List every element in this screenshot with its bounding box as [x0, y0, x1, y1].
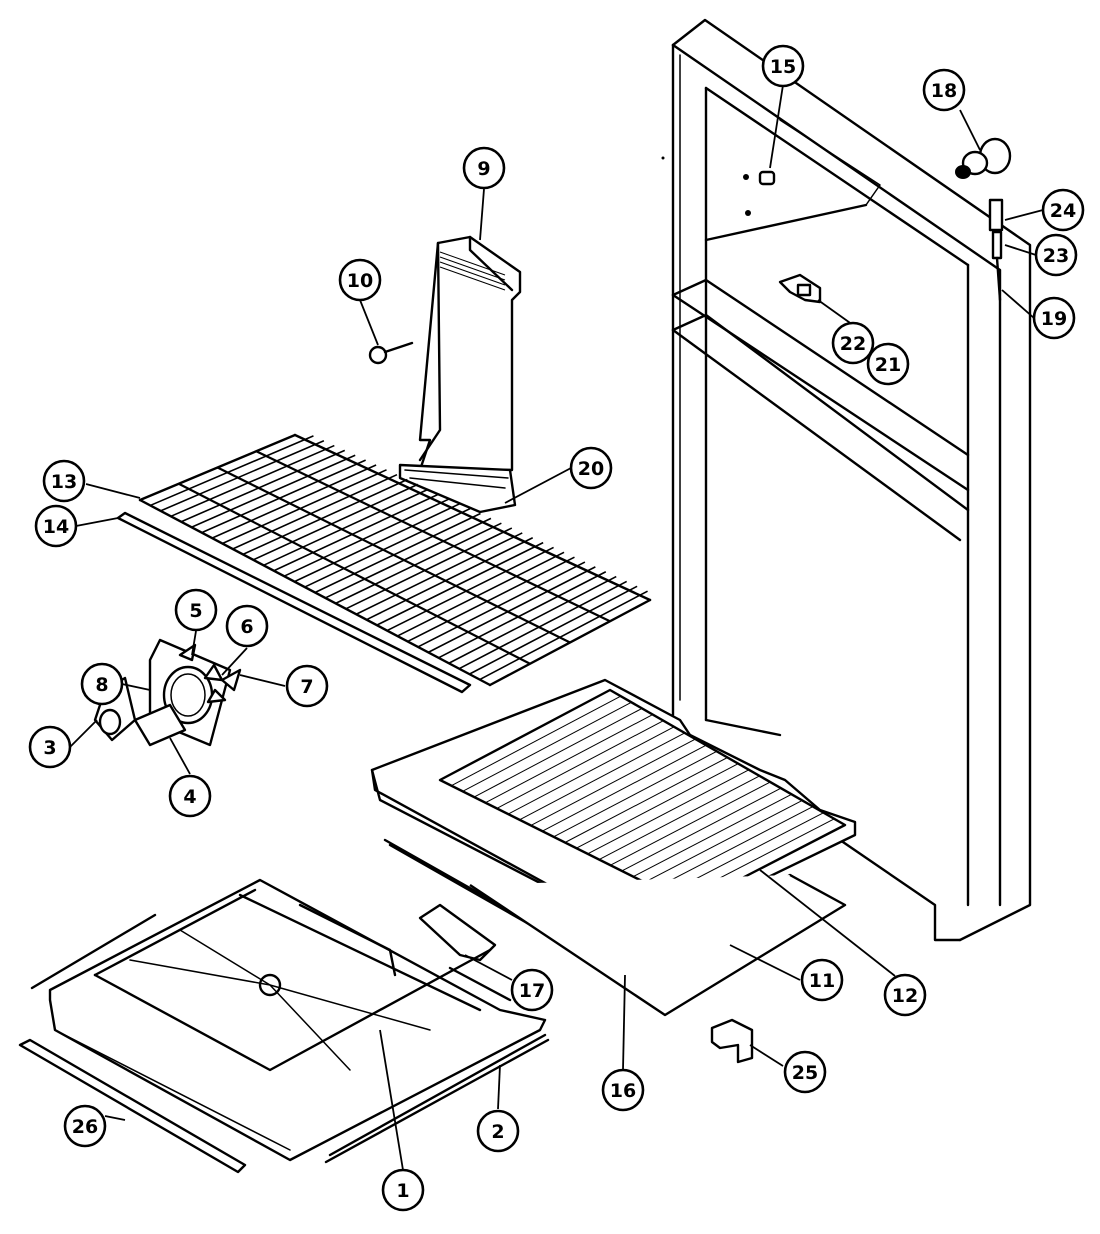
callout-11-label: 11: [809, 970, 835, 992]
callout-24-label: 24: [1050, 200, 1076, 222]
callout-6-label: 6: [240, 616, 253, 638]
callout-1: 1: [381, 1168, 425, 1212]
callout-10-label: 10: [347, 270, 373, 292]
callout-14: 14: [34, 504, 78, 548]
callout-2: 2: [476, 1109, 520, 1153]
callout-18: 18: [922, 68, 966, 112]
callout-9-label: 9: [477, 158, 490, 180]
callout-8: 8: [80, 662, 124, 706]
callout-8-label: 8: [95, 674, 108, 696]
callout-20: 20: [569, 446, 613, 490]
callout-25: 25: [783, 1050, 827, 1094]
callout-13: 13: [42, 459, 86, 503]
part-6-fan-blade: [203, 663, 242, 704]
callout-22-label: 22: [840, 333, 866, 355]
part-26-front-rail: [18, 1038, 247, 1174]
part-10-screw: [368, 341, 414, 365]
callout-16: 16: [601, 1068, 645, 1112]
callout-18-label: 18: [931, 80, 957, 102]
callout-6: 6: [225, 604, 269, 648]
callout-11: 11: [800, 958, 844, 1002]
callout-15: 15: [761, 44, 805, 88]
refrigerator-cabinet: [661, 18, 1032, 942]
part-24-23-19-thermostat-capillary: [988, 198, 1004, 302]
callout-4: 4: [168, 774, 212, 818]
part-25-bracket: [710, 1018, 754, 1064]
callout-26: 26: [63, 1104, 107, 1148]
callout-21-label: 21: [875, 354, 901, 376]
callout-17-label: 17: [519, 980, 545, 1002]
part-15-clip: [758, 170, 776, 186]
callout-14-label: 14: [43, 516, 69, 538]
callout-19-label: 19: [1041, 308, 1067, 330]
callout-3-label: 3: [43, 737, 56, 759]
callout-17: 17: [510, 968, 554, 1012]
part-9-air-duct: [398, 235, 522, 514]
callout-26-label: 26: [72, 1116, 98, 1138]
callout-1-label: 1: [396, 1180, 409, 1202]
callout-22: 22: [831, 321, 875, 365]
callout-2-label: 2: [491, 1121, 504, 1143]
callout-4-label: 4: [183, 786, 196, 808]
callout-23-label: 23: [1043, 245, 1069, 267]
callout-21: 21: [866, 342, 910, 386]
callout-19: 19: [1032, 296, 1076, 340]
callout-5-label: 5: [189, 600, 202, 622]
callout-16-label: 16: [610, 1080, 636, 1102]
part-16-rail: [383, 838, 847, 1017]
callout-24: 24: [1041, 188, 1085, 232]
part-4-motor-mount: [133, 703, 187, 747]
callout-12: 12: [883, 973, 927, 1017]
callout-20-label: 20: [578, 458, 604, 480]
part-22-bracket: [778, 273, 822, 304]
callout-3: 3: [28, 725, 72, 769]
callout-7: 7: [285, 664, 329, 708]
leader-lines: [69, 84, 1044, 1171]
part-13-wire-shelf: [138, 433, 652, 687]
callout-7-label: 7: [300, 676, 313, 698]
callout-13-label: 13: [51, 471, 77, 493]
callout-15-label: 15: [770, 56, 796, 78]
callout-5: 5: [174, 588, 218, 632]
left-side-rail: [30, 913, 157, 990]
callout-10: 10: [338, 258, 382, 302]
part-14-shelf-rail: [116, 511, 472, 694]
callout-12-label: 12: [892, 985, 918, 1007]
callout-23: 23: [1034, 233, 1078, 277]
part-1-base-pan: [48, 878, 547, 1162]
callout-25-label: 25: [792, 1062, 818, 1084]
part-18-control-knob: [955, 137, 1012, 179]
part-2-side-rail: [324, 1033, 550, 1164]
part-12-crisper-cover: [370, 678, 857, 967]
callout-9: 9: [462, 146, 506, 190]
part-5-clip: [178, 643, 197, 662]
